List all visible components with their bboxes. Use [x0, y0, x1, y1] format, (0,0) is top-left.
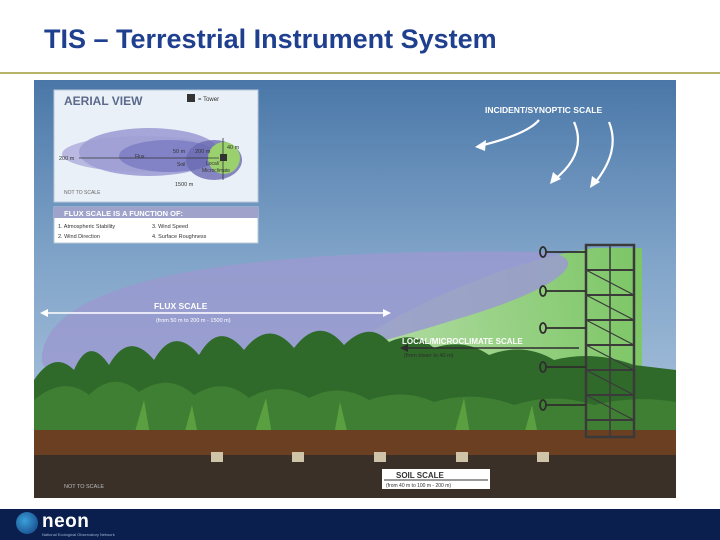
neon-logo-wordmark: neon — [42, 511, 90, 532]
instrument-tower — [584, 243, 636, 439]
grass-blades — [134, 398, 538, 435]
flux-scale-range: (from 50 m to 200 m - 1500 m) — [156, 318, 231, 324]
neon-globe-icon — [16, 512, 38, 534]
aerial-50m-label: 50 m — [173, 149, 186, 155]
flux-function-title: FLUX SCALE IS A FUNCTION OF: — [64, 209, 183, 218]
flux-scale-arrowhead-right — [383, 309, 391, 317]
flux-factor-4: 4. Surface Roughness — [152, 234, 207, 240]
footer-bar: neon National Ecological Observatory Net… — [0, 509, 720, 540]
flux-scale-label: FLUX SCALE — [154, 301, 208, 311]
title-divider — [0, 72, 720, 74]
incident-arrowheads — [475, 140, 600, 188]
soil-sensor — [292, 452, 304, 462]
tower-legend-swatch — [187, 94, 195, 102]
tower-legend-label: = Tower — [198, 97, 219, 103]
soil-scale-label: SOIL SCALE — [396, 471, 445, 480]
flux-factor-2: 2. Wind Direction — [58, 234, 100, 240]
aerial-scale-note: NOT TO SCALE — [64, 190, 101, 196]
aerial-local-label: Local/ — [206, 161, 220, 167]
aerial-flux-label: Flux — [135, 154, 145, 160]
incident-scale-label: INCIDENT/SYNOPTIC SCALE — [485, 105, 602, 115]
aerial-1500m-label: 1500 m — [175, 182, 194, 188]
soil-sensor — [537, 452, 549, 462]
flux-factor-1: 1. Atmospheric Stability — [58, 224, 115, 230]
aerial-200m-inner-label: 200 m — [195, 149, 211, 155]
local-scale-range: (from tower to 40 m) — [404, 353, 454, 359]
soil-sensor — [211, 452, 223, 462]
incident-wind-arrows — [478, 119, 614, 185]
soil-sensor — [456, 452, 468, 462]
subsoil — [34, 455, 676, 498]
tower-sensor-arms — [539, 246, 586, 411]
soil-sensor — [374, 452, 386, 462]
aerial-40m-label: 40 m — [227, 145, 240, 151]
local-scale-arrowhead — [400, 344, 408, 352]
aerial-200m-label: 200 m — [59, 156, 75, 162]
flux-scale-arrowhead-left — [40, 309, 48, 317]
tis-diagram: INCIDENT/SYNOPTIC SCALE AERIAL VIEW = To… — [34, 80, 676, 498]
aerial-view-title: AERIAL VIEW — [64, 94, 143, 108]
slide-title: TIS – Terrestrial Instrument System — [44, 24, 497, 54]
bottom-scale-note: NOT TO SCALE — [64, 484, 104, 490]
soil-scale-range: (from 40 m to 100 m - 200 m) — [386, 483, 451, 489]
aerial-tower-marker — [220, 154, 227, 161]
soil-scale-box — [382, 469, 490, 489]
aerial-microclimate-label: Microclimate — [202, 168, 230, 174]
flux-function-header — [54, 207, 258, 218]
topsoil — [34, 430, 676, 455]
flux-factor-3: 3. Wind Speed — [152, 224, 188, 230]
neon-logo-tagline: National Ecological Observatory Network — [42, 532, 115, 537]
local-scale-label: LOCAL/MICROCLIMATE SCALE — [402, 337, 523, 346]
aerial-soil-label: Soil — [177, 162, 185, 168]
